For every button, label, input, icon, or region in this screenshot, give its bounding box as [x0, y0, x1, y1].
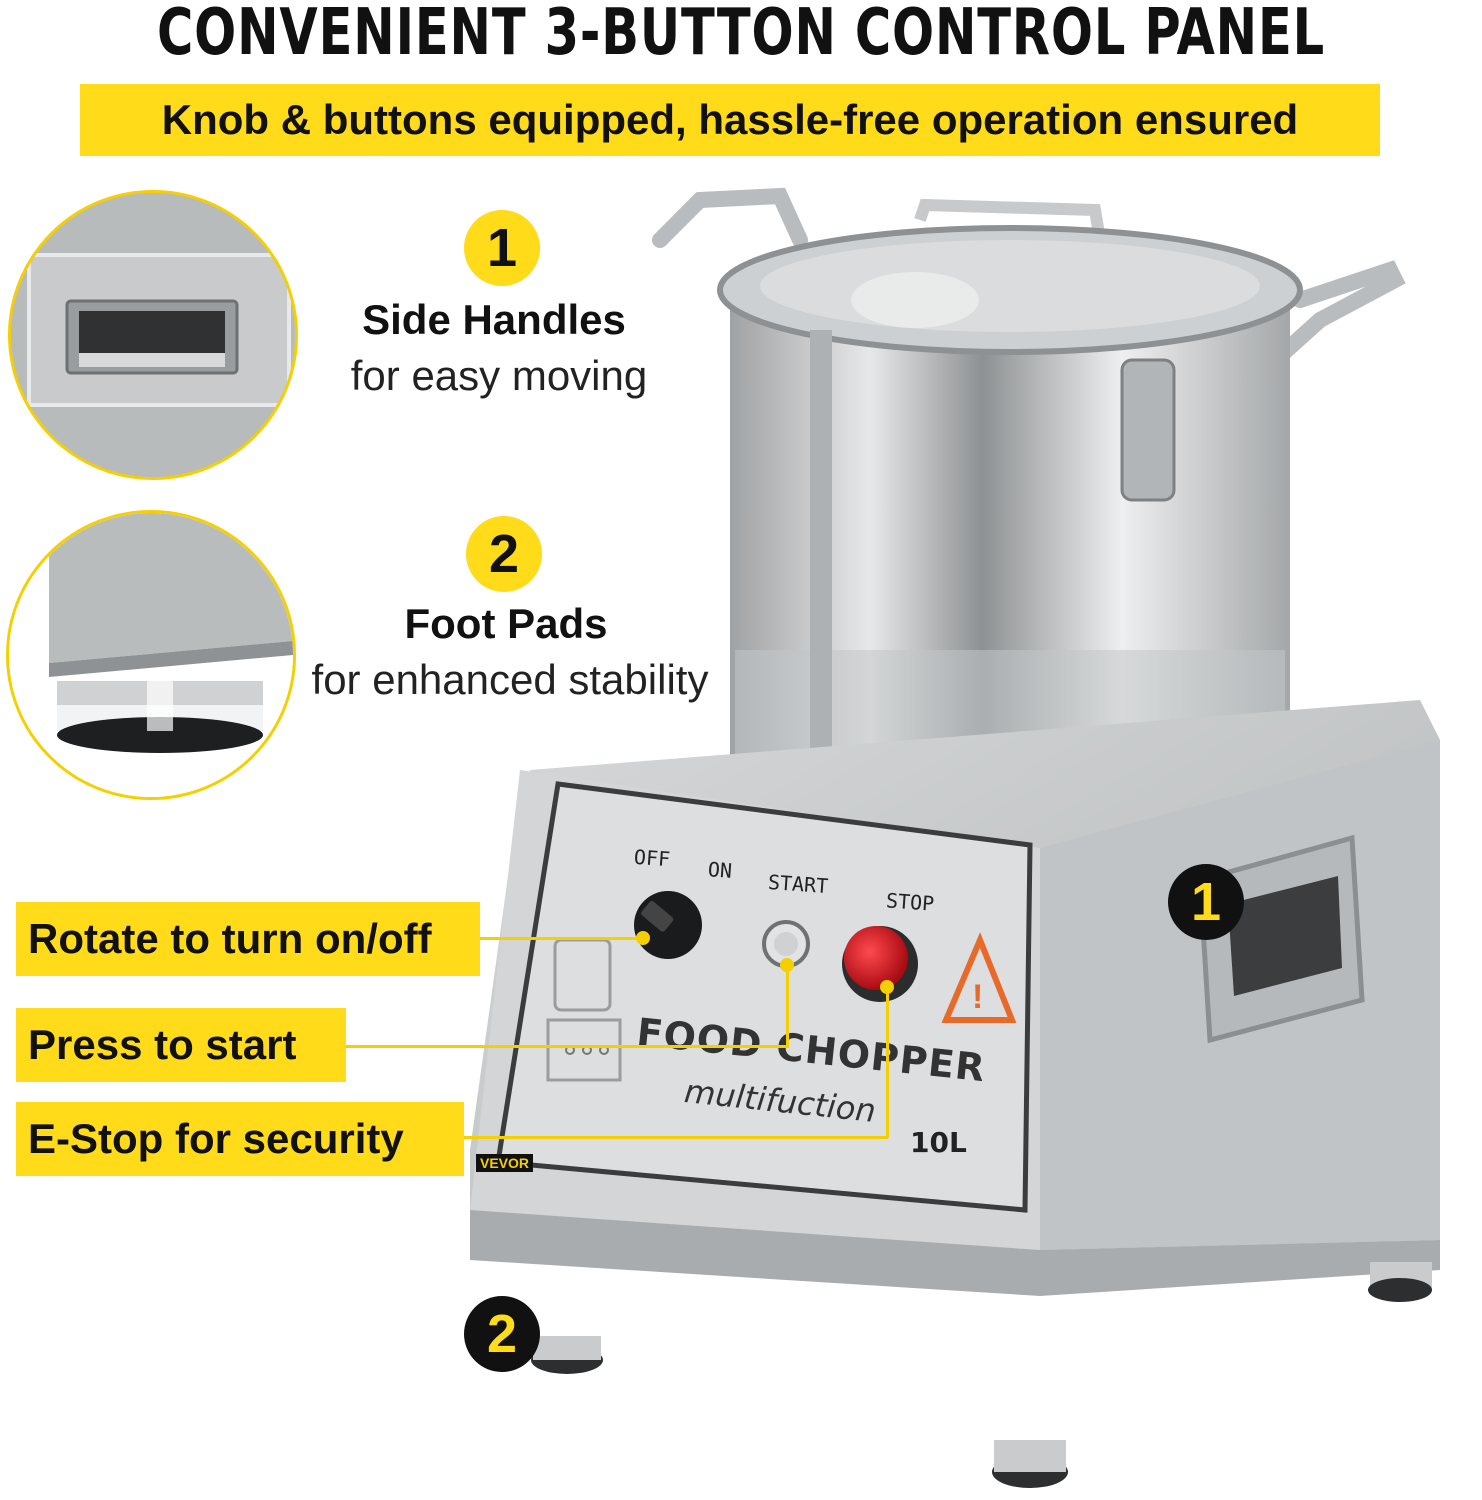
feature-title-side-handles: Side Handles	[362, 296, 626, 343]
stop-label: STOP	[885, 888, 935, 916]
callout-start: Press to start	[16, 1008, 346, 1082]
page-title: CONVENIENT 3-BUTTON CONTROL PANEL	[156, 0, 1326, 70]
foot-pad-detail-image	[6, 510, 296, 800]
knob-leader-dot	[636, 931, 650, 945]
stop-leader-line	[452, 1136, 888, 1139]
knob-off-label: OFF	[633, 844, 671, 872]
handle-marker: 1	[1168, 864, 1244, 940]
callout-rotate: Rotate to turn on/off	[16, 902, 480, 976]
start-leader-line	[334, 1045, 788, 1048]
brand-logo: VEVOR	[476, 1154, 534, 1172]
food-chopper-image: !	[470, 187, 1440, 1488]
start-leader-vertical	[786, 964, 789, 1048]
callout-estop: E-Stop for security	[16, 1102, 464, 1176]
subtitle-text: Knob & buttons equipped, hassle-free ope…	[161, 96, 1299, 143]
feature-number-1: 1	[464, 210, 540, 286]
start-label: START	[767, 869, 829, 899]
subtitle-banner	[80, 84, 1380, 156]
foot-pad-marker: 2	[464, 1296, 540, 1372]
svg-text:!: !	[972, 978, 983, 1016]
feature-title-foot-pads: Foot Pads	[404, 600, 608, 647]
feature-desc-side-handles: for easy moving	[350, 352, 648, 399]
feature-number-2: 2	[466, 516, 542, 592]
knob-leader-line	[466, 937, 646, 940]
stop-leader-vertical	[886, 986, 889, 1138]
capacity-label: 10L	[910, 1126, 967, 1159]
knob-on-label: ON	[707, 857, 733, 883]
start-leader-dot	[780, 958, 794, 972]
handle-detail-image	[8, 190, 298, 480]
feature-desc-foot-pads: for enhanced stability	[311, 656, 709, 703]
stop-leader-dot	[880, 980, 894, 994]
